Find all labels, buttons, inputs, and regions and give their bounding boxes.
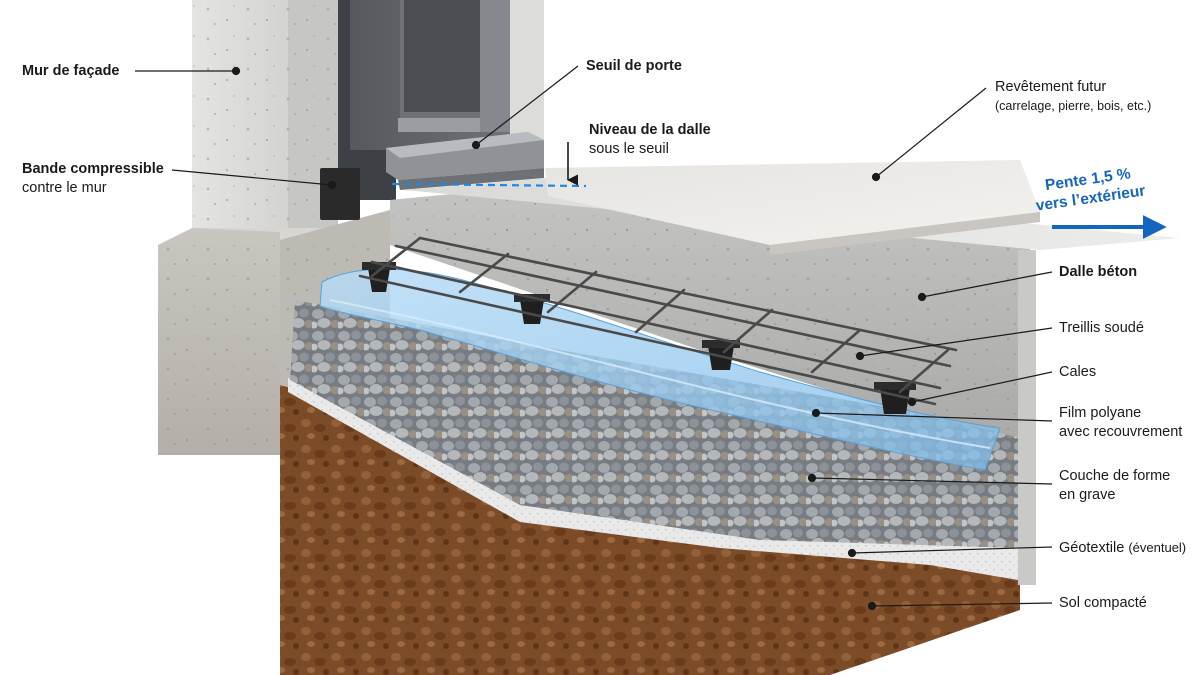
label-geotextile: Géotextile (éventuel): [1059, 538, 1186, 558]
label-cales: Cales: [1059, 363, 1096, 382]
label-bande-title: Bande compressible: [22, 161, 164, 177]
slab-level-line: [391, 182, 587, 188]
label-treillis: Treillis soudé: [1059, 319, 1144, 338]
label-seuil-porte: Seuil de porte: [586, 57, 682, 76]
facade-wall: [192, 0, 338, 232]
label-film-sub: avec recouvrement: [1059, 424, 1183, 440]
label-couche-sub: en grave: [1059, 487, 1116, 503]
spacers: [362, 262, 916, 414]
label-geotextile-note: (éventuel): [1128, 540, 1187, 555]
leader-dot-dalle: [917, 292, 927, 302]
label-bande-compressible: Bande compressible contre le mur: [22, 160, 164, 198]
leader-bande: [171, 169, 333, 186]
leader-dot-couche: [807, 473, 817, 483]
compressible-strip: [320, 168, 360, 220]
gravel-layer: [290, 300, 1018, 548]
leader-couche: [811, 477, 1053, 485]
door: [338, 0, 510, 200]
label-revetement-sub: (carrelage, pierre, bois, etc.): [995, 99, 1152, 113]
label-couche-forme: Couche de forme en grave: [1059, 467, 1170, 505]
label-sol-compacte: Sol compacté: [1059, 594, 1147, 613]
label-couche-title: Couche de forme: [1059, 468, 1171, 484]
label-dalle-text: Dalle béton: [1059, 264, 1138, 280]
label-sol-text: Sol compacté: [1059, 595, 1147, 611]
leader-lines: [135, 65, 1053, 611]
label-mur-facade-text: Mur de façade: [22, 63, 120, 79]
future-covering: [545, 160, 1040, 255]
leader-geotextile: [851, 546, 1053, 554]
leader-dot-film: [811, 408, 821, 418]
leader-treillis: [859, 327, 1053, 357]
leader-dot-geotextile: [847, 548, 857, 558]
label-niveau-dalle: Niveau de la dalle sous le seuil: [589, 121, 711, 159]
leader-dot-treillis: [855, 351, 865, 361]
label-cales-text: Cales: [1059, 364, 1097, 380]
label-geotextile-main: Géotextile: [1059, 540, 1125, 556]
leader-dot-cales: [907, 397, 917, 407]
label-film-title: Film polyane: [1059, 405, 1142, 421]
leader-dot-seuil: [471, 140, 481, 150]
label-niveau-sub: sous le seuil: [589, 141, 669, 157]
leader-seuil: [475, 65, 579, 146]
spacer: [702, 340, 740, 370]
label-revetement-title: Revêtement futur: [995, 79, 1107, 95]
label-niveau-title: Niveau de la dalle: [589, 122, 711, 138]
leader-dot-mur-facade: [231, 66, 241, 76]
label-film-polyane: Film polyane avec recouvrement: [1059, 404, 1182, 442]
leader-cales: [911, 371, 1053, 403]
label-dalle-beton: Dalle béton: [1059, 263, 1137, 282]
label-seuil-text: Seuil de porte: [586, 58, 682, 74]
leader-dot-revetement: [871, 172, 881, 182]
label-treillis-text: Treillis soudé: [1059, 320, 1144, 336]
leader-dalle: [921, 271, 1053, 298]
leader-revetement: [875, 87, 987, 178]
label-bande-sub: contre le mur: [22, 180, 107, 196]
welded-mesh: [358, 236, 958, 406]
label-mur-facade: Mur de façade: [22, 62, 120, 81]
upper-wall-right: [510, 0, 544, 150]
leader-sol: [871, 602, 1053, 607]
leader-dot-sol: [867, 601, 877, 611]
leader-dot-bande: [327, 180, 337, 190]
label-revetement: Revêtement futur (carrelage, pierre, boi…: [995, 78, 1151, 116]
leader-film: [815, 412, 1053, 422]
